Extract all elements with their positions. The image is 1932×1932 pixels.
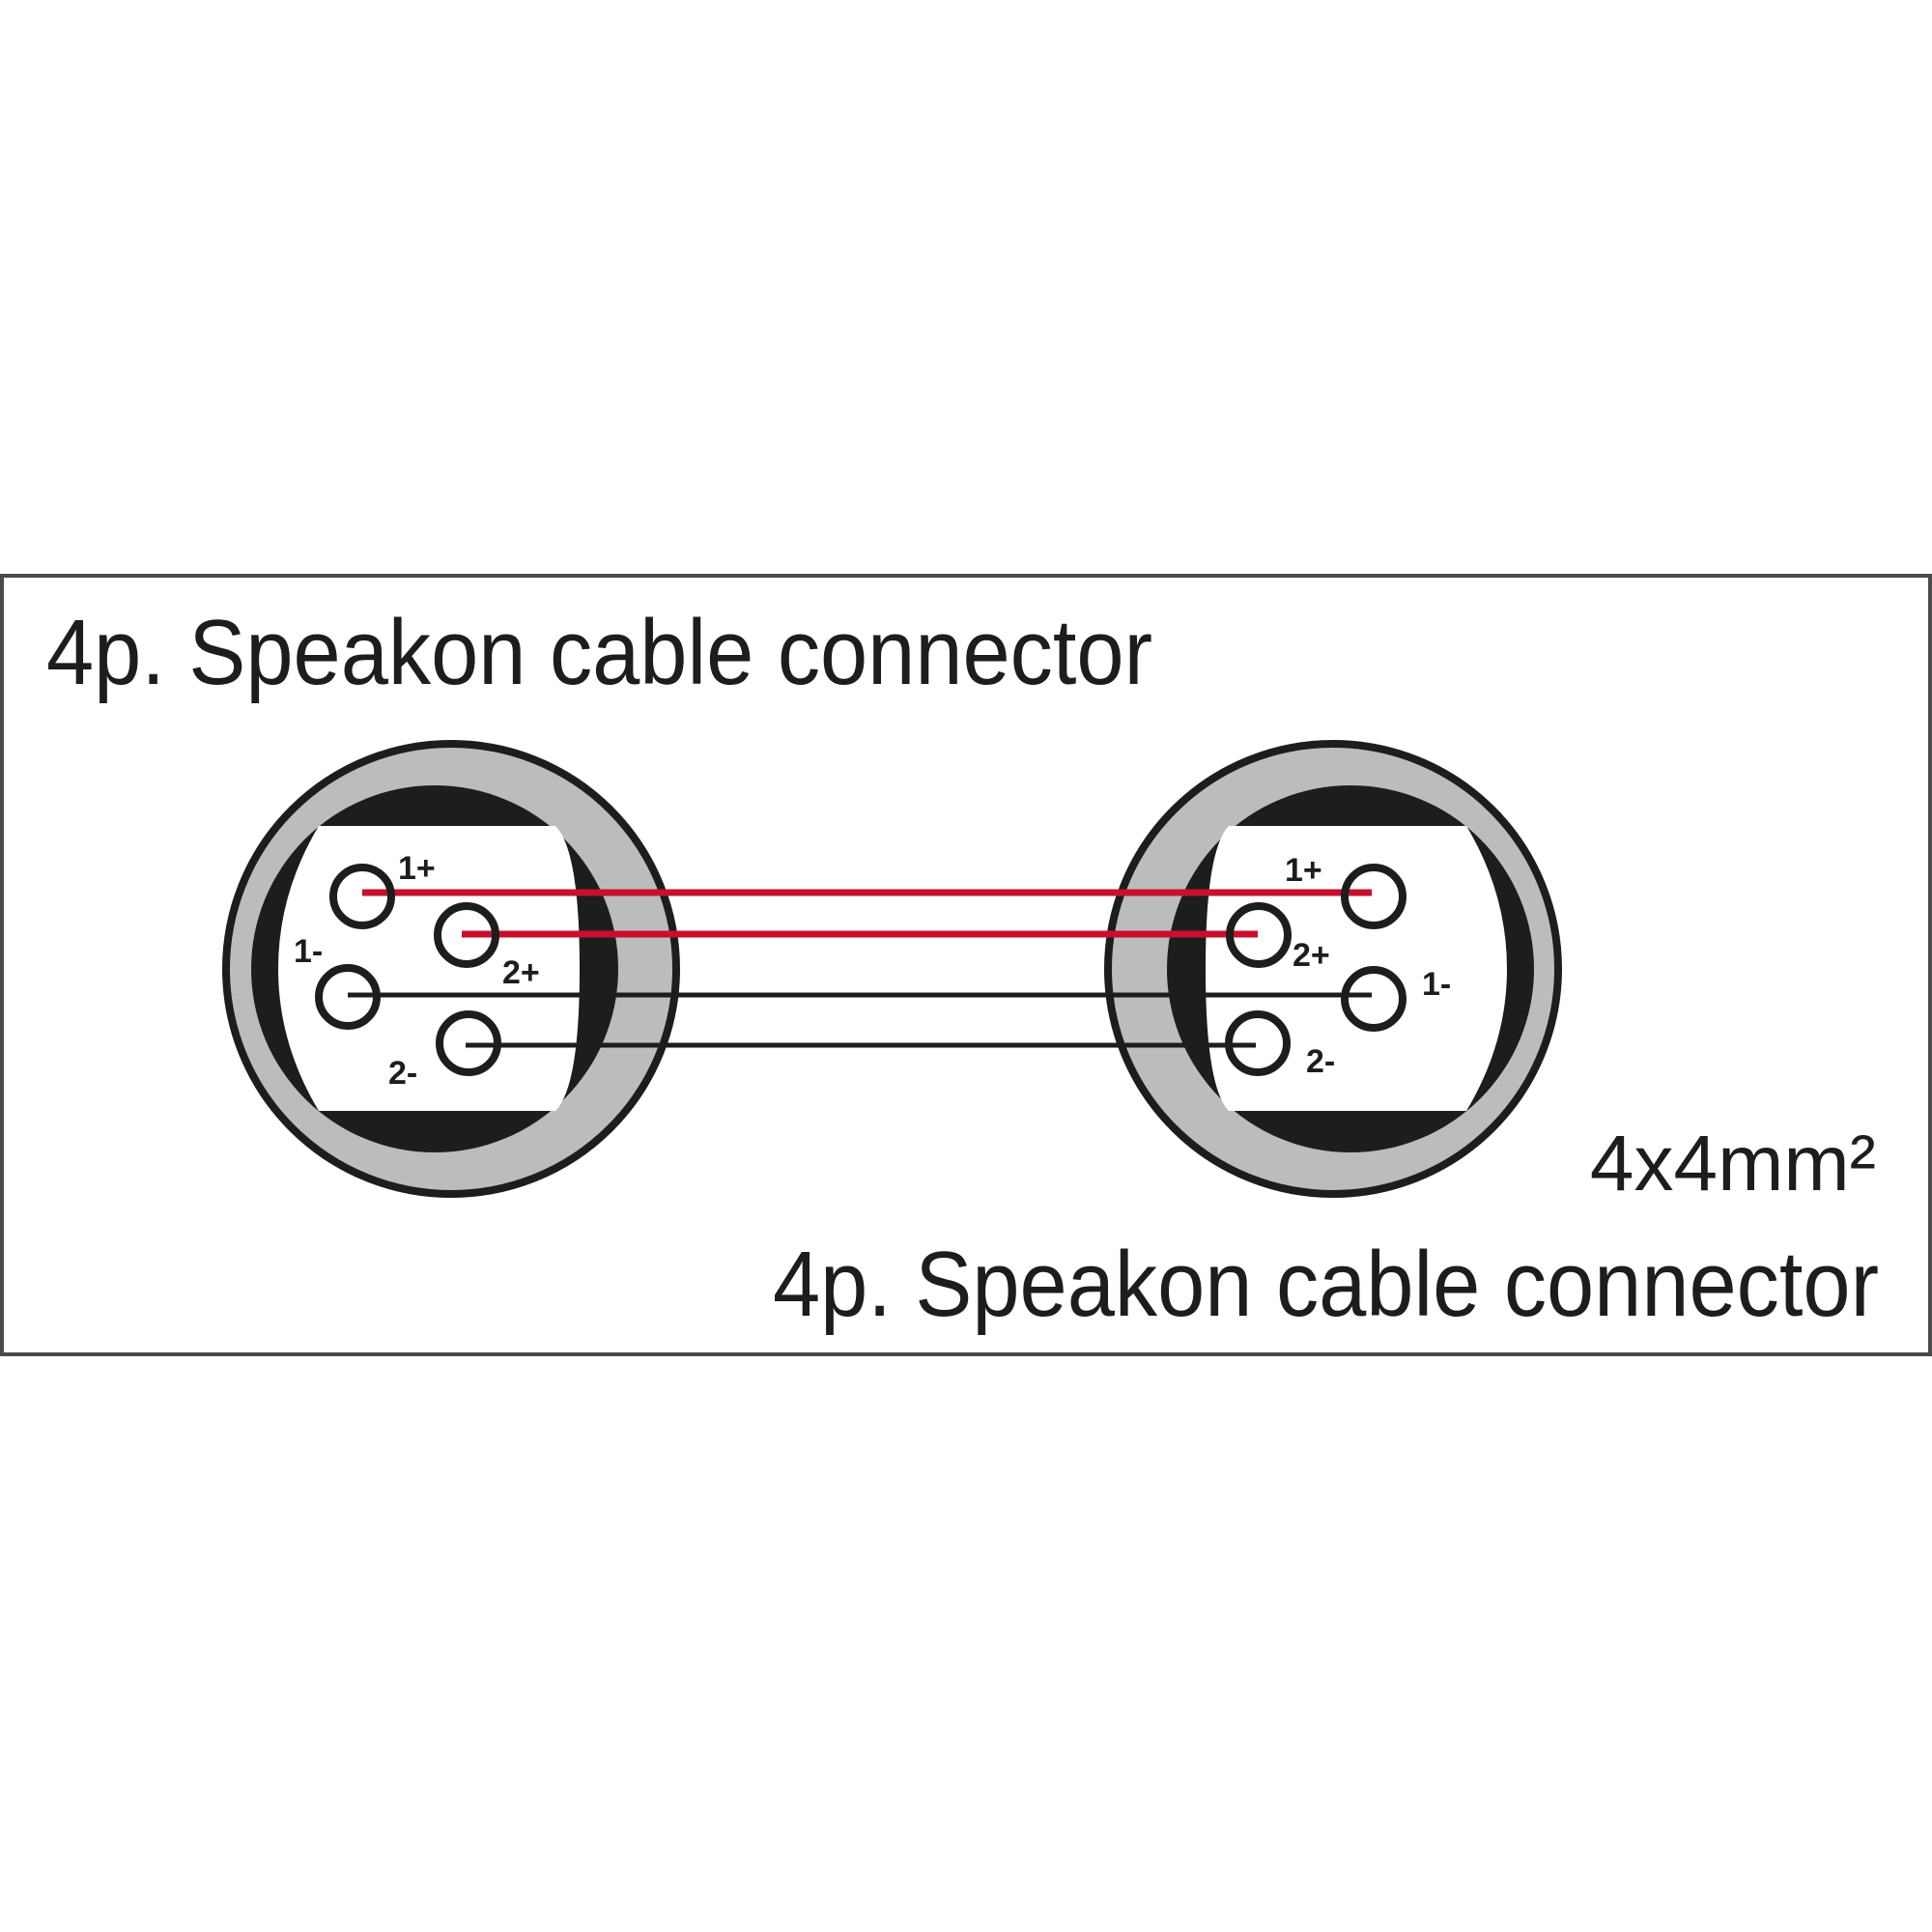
right-pins: 1+ 2+ 1- 2- (1225, 852, 1451, 1080)
left-pin-2-minus (436, 1010, 501, 1076)
left-pins: 1+ 2+ 1- 2- (294, 850, 540, 1092)
right-pin-2-plus (1226, 902, 1292, 968)
right-pin-label-1-minus: 1- (1422, 966, 1451, 1003)
right-connector (1104, 740, 1562, 1198)
left-pin-2-plus (434, 902, 499, 968)
left-connector-title: 4p. Speakon cable connector (46, 601, 1152, 704)
right-pin-label-1-plus: 1+ (1285, 852, 1322, 889)
right-connector-title: 4p. Speakon cable connector (773, 1233, 1879, 1336)
left-connector-insert (278, 826, 580, 1111)
right-pin-1-minus (1341, 966, 1406, 1032)
right-pin-1-plus (1341, 864, 1406, 929)
right-pin-label-2-plus: 2+ (1293, 937, 1330, 974)
left-pin-label-2-plus: 2+ (502, 954, 540, 991)
left-pin-1-minus (315, 964, 381, 1030)
left-pin-label-1-minus: 1- (294, 933, 323, 970)
left-pin-1-plus (329, 864, 395, 929)
right-connector-insert (1206, 826, 1507, 1111)
left-connector (222, 740, 680, 1198)
cable-spec: 4x4mm² (1590, 1120, 1876, 1208)
cable-wires (348, 889, 1372, 1048)
left-pin-label-2-minus: 2- (388, 1055, 417, 1092)
right-pin-label-2-minus: 2- (1306, 1043, 1335, 1080)
left-pin-label-1-plus: 1+ (398, 850, 436, 887)
right-pin-2-minus (1225, 1010, 1291, 1076)
